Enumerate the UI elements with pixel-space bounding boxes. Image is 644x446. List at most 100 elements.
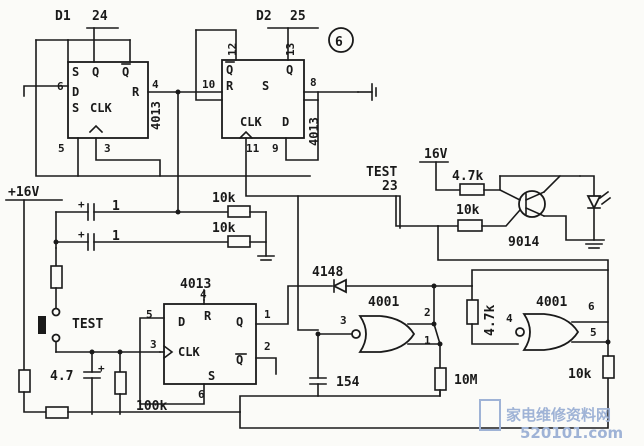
d1-pin-r: R [132, 85, 140, 99]
d2-pin10: 10 [202, 78, 215, 91]
d3-pin3: 3 [150, 338, 157, 351]
watermark-text: 家电维修资料网 [506, 406, 611, 424]
gate2-part: 4001 [536, 295, 567, 310]
gate1-pin2: 2 [424, 306, 431, 319]
r1-label: 10k [212, 191, 236, 206]
d1-pin3: 3 [104, 142, 111, 155]
r-clk-pulldown [114, 371, 127, 395]
c2-label: 1 [112, 229, 120, 244]
d1-flip-flop: D1 24 S Q Q D S CLK R 6 4 5 3 4013 [55, 9, 163, 155]
c47-plus: + [98, 362, 105, 375]
r2-label: 10k [212, 221, 236, 236]
d1-part: 4013 [149, 101, 163, 130]
d3-pin-q: Q [236, 315, 243, 329]
d2-part: 4013 [307, 117, 321, 146]
c1-label: 1 [112, 199, 120, 214]
supply-plus16v: +16V [8, 185, 39, 200]
d3-pin-qbar: Q [236, 353, 243, 367]
r-4k7-top [459, 183, 485, 196]
d1-name: D1 [55, 9, 71, 24]
d1-ref: 24 [92, 9, 108, 24]
c2-plus: + [78, 228, 85, 241]
d1-pin5: 5 [58, 142, 65, 155]
gate2-pin4: 4 [506, 312, 513, 325]
r-bottom [45, 406, 69, 419]
gate2-pin6: 6 [588, 300, 595, 313]
d3-pin4: 4 [200, 288, 207, 301]
c1-plus: + [78, 198, 85, 211]
gate2-pin5: 5 [590, 326, 597, 339]
test-label: TEST [366, 165, 397, 180]
led-driver: TEST 23 16V 4.7k 10k 9014 [366, 147, 612, 271]
r8-label: 4.7k [483, 305, 498, 336]
d1-pin-s2: S [72, 101, 79, 115]
d3-pin-d: D [178, 315, 185, 329]
r5-label: 100k [136, 399, 167, 414]
gate1-pin3: 3 [340, 314, 347, 327]
d2-pin-s: S [262, 79, 269, 93]
r1-resistor [227, 205, 251, 218]
d3-part: 4013 [180, 277, 211, 292]
d2-box [221, 59, 305, 139]
d3-pin5: 5 [146, 308, 153, 321]
diode-4148: 4148 [312, 265, 473, 294]
transistor-9014 [518, 190, 546, 218]
d2-pin13: 13 [284, 43, 297, 56]
d2-pin-q: Q [286, 63, 293, 77]
test-node: 23 [382, 179, 398, 194]
r8-resistor [466, 299, 479, 325]
watermark-url: 520101.com [520, 424, 623, 442]
r2-resistor [227, 235, 251, 248]
cap47-label: 4.7 [50, 369, 73, 384]
figure-number: 6 [335, 35, 343, 50]
test-switch-label: TEST [72, 317, 103, 332]
transistor-label: 9014 [508, 235, 539, 250]
d2-flip-flop: D2 25 R Q S Q CLK D 10 12 13 8 11 9 4013 [202, 9, 321, 155]
top-wiring [23, 29, 401, 229]
r7-resistor [602, 355, 615, 379]
watermark: 家电维修资料网 520101.com [479, 399, 623, 442]
d2-ref: 25 [290, 9, 306, 24]
d2-name: D2 [256, 9, 272, 24]
nor-gate-2: 4.7k 4001 4 6 5 10k [466, 269, 615, 382]
figure-number-circle [328, 27, 354, 53]
r-left [18, 369, 31, 393]
d2-pin-d: D [282, 115, 289, 129]
input-network: +16V + 1 10k + 1 10k TEST [5, 185, 275, 419]
r4-label: 10k [456, 203, 480, 218]
d3-pin-clk: CLK [178, 345, 200, 359]
d1-pin-s: S [72, 65, 79, 79]
gate1-part: 4001 [368, 295, 399, 310]
r-10m [434, 367, 447, 391]
r-10k-base [457, 219, 483, 232]
diode-label: 4148 [312, 265, 343, 280]
d2-pin12: 12 [226, 43, 239, 56]
d2-pin-qbar: Q [226, 63, 233, 77]
r6-label: 10M [454, 373, 478, 388]
nor-gate-1: 4001 3 2 1 154 10M [297, 195, 478, 397]
d1-pin-qbar: Q [122, 65, 129, 79]
r7-label: 10k [568, 367, 592, 382]
cap154-label: 154 [336, 375, 360, 390]
d2-pin-clk: CLK [240, 115, 262, 129]
d3-pin-r: R [204, 309, 212, 323]
d3-pin6: 6 [198, 388, 205, 401]
d1-pin-q: Q [92, 65, 99, 79]
d2-pin-r: R [226, 79, 234, 93]
d3-pin-s: S [208, 369, 215, 383]
d2-pin11: 11 [246, 142, 260, 155]
supply-16v: 16V [424, 147, 448, 162]
d1-pin4: 4 [152, 78, 159, 91]
d2-pin8: 8 [310, 76, 317, 89]
d1-pin-clk: CLK [90, 101, 112, 115]
d3-pin2: 2 [264, 340, 271, 353]
d1-box [67, 61, 149, 139]
r3-label: 4.7k [452, 169, 483, 184]
r3-pullup [50, 265, 63, 289]
d3-pin1: 1 [264, 308, 271, 321]
d3-box [163, 303, 257, 385]
gate1-pin1: 1 [424, 334, 431, 347]
d2-pin9: 9 [272, 142, 279, 155]
